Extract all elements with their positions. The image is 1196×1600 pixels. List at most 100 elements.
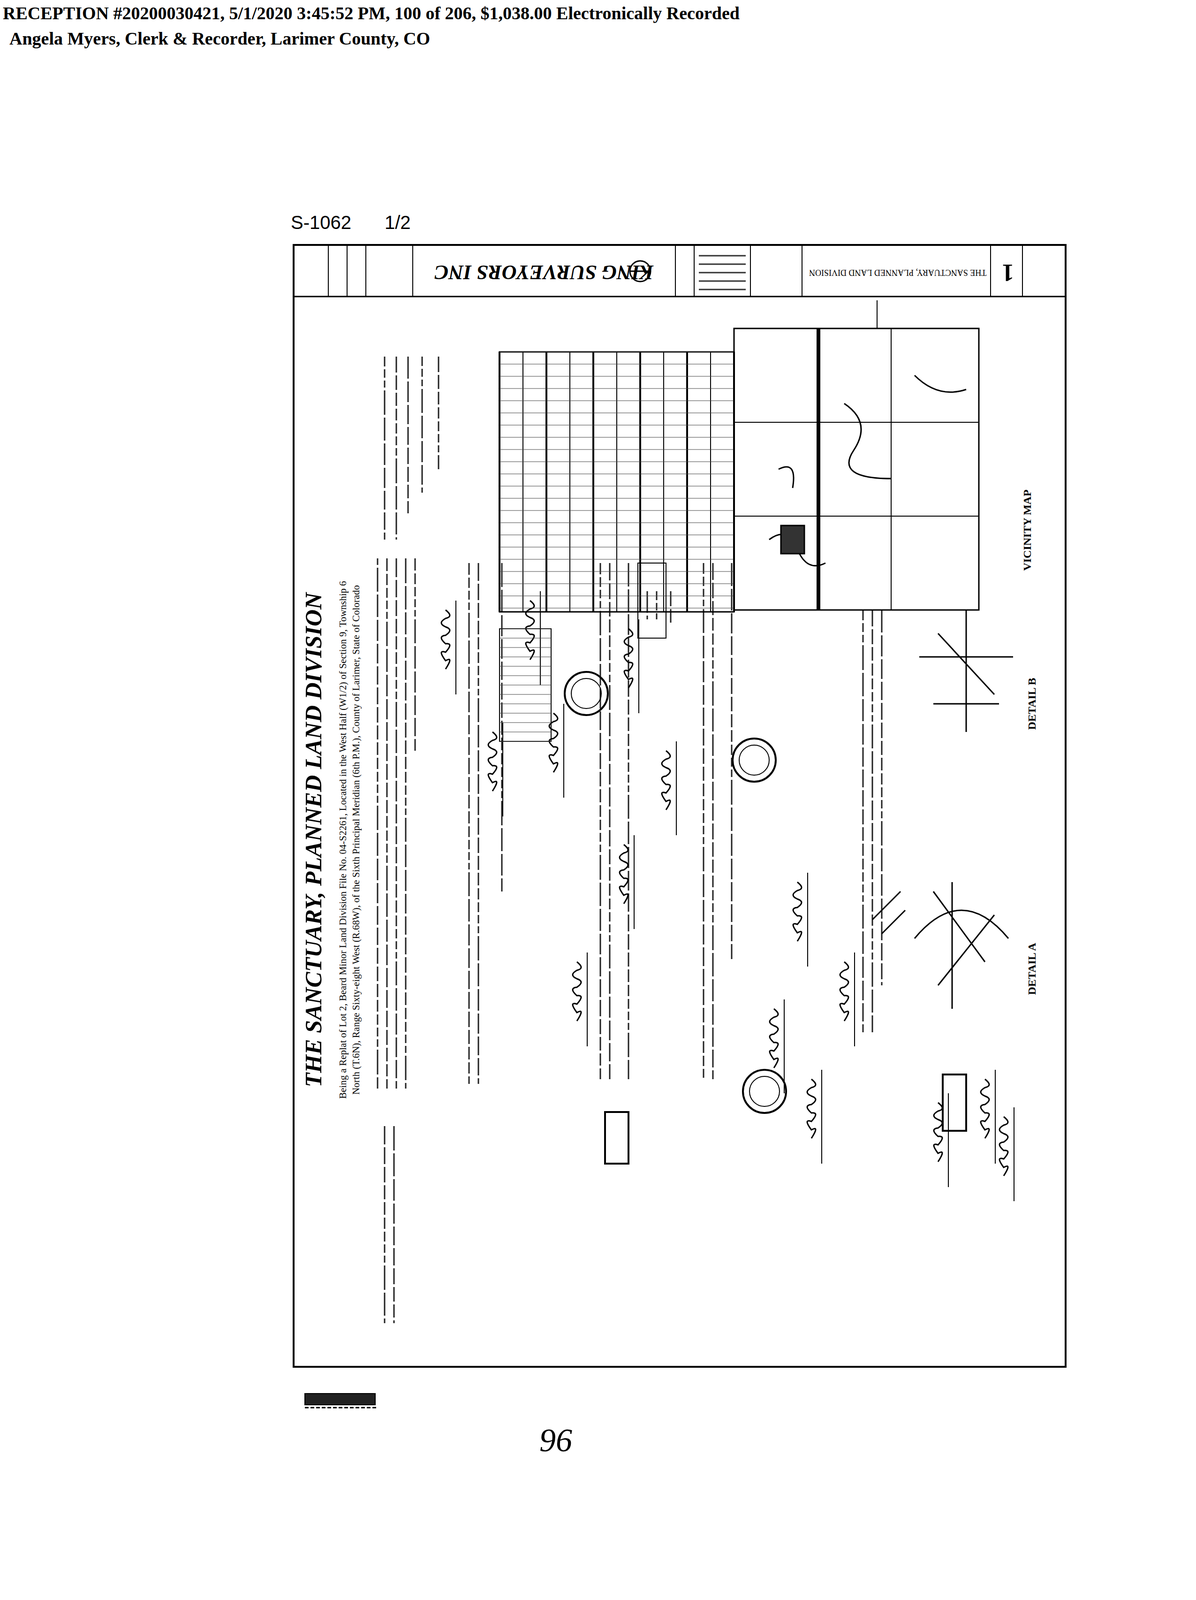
illegible-text bbox=[712, 952, 714, 977]
plat-subtitle: Being a Replat of Lot 2, Beard Minor Lan… bbox=[336, 569, 364, 1110]
illegible-text bbox=[871, 928, 874, 939]
illegible-text bbox=[862, 894, 864, 902]
illegible-text bbox=[395, 458, 398, 484]
illegible-text bbox=[384, 1292, 386, 1316]
illegible-text bbox=[599, 663, 602, 686]
illegible-text bbox=[731, 924, 733, 941]
illegible-text bbox=[384, 1255, 386, 1263]
table-grid bbox=[499, 712, 552, 714]
illegible-text bbox=[703, 748, 705, 764]
illegible-text bbox=[405, 1034, 407, 1043]
revision-table bbox=[698, 272, 746, 274]
illegible-text bbox=[395, 928, 398, 939]
illegible-text bbox=[477, 1013, 480, 1034]
illegible-text bbox=[862, 809, 864, 825]
illegible-text bbox=[477, 773, 480, 794]
table-grid bbox=[499, 722, 552, 723]
illegible-text bbox=[421, 415, 424, 439]
illegible-text bbox=[405, 771, 407, 783]
illegible-text bbox=[477, 935, 480, 961]
table-grid bbox=[499, 607, 735, 609]
illegible-text bbox=[384, 467, 386, 488]
illegible-text bbox=[377, 795, 379, 803]
title-block-divider bbox=[990, 244, 992, 297]
illegible-text bbox=[609, 619, 611, 633]
table-grid bbox=[686, 351, 689, 612]
table-grid bbox=[710, 351, 712, 612]
illegible-text bbox=[386, 799, 388, 813]
table-grid bbox=[663, 351, 665, 612]
illegible-text bbox=[377, 741, 379, 755]
note-table bbox=[637, 562, 667, 638]
illegible-text bbox=[386, 674, 388, 697]
illegible-text bbox=[468, 691, 470, 712]
table-grid bbox=[499, 351, 735, 353]
illegible-text bbox=[405, 785, 407, 795]
illegible-text bbox=[609, 809, 611, 827]
illegible-text bbox=[384, 1231, 386, 1242]
illegible-text bbox=[477, 796, 480, 815]
illegible-text bbox=[393, 1226, 395, 1245]
illegible-text bbox=[628, 952, 630, 967]
illegible-text bbox=[609, 1063, 611, 1079]
illegible-text bbox=[881, 810, 883, 818]
illegible-text bbox=[377, 1014, 379, 1025]
illegible-text bbox=[477, 817, 480, 835]
illegible-text bbox=[386, 763, 388, 780]
title-block-line bbox=[293, 295, 1066, 298]
revision-table bbox=[698, 263, 746, 265]
illegible-text bbox=[881, 740, 883, 755]
illegible-text bbox=[703, 766, 705, 781]
illegible-text bbox=[477, 887, 480, 900]
signature-line bbox=[783, 999, 785, 1093]
illegible-text bbox=[609, 674, 611, 682]
illegible-text bbox=[712, 1069, 714, 1079]
illegible-text bbox=[395, 940, 398, 949]
illegible-text bbox=[421, 368, 424, 377]
illegible-text bbox=[599, 589, 602, 598]
illegible-text bbox=[405, 682, 407, 701]
illegible-text bbox=[395, 1080, 398, 1089]
illegible-text bbox=[862, 622, 864, 632]
signature-line bbox=[638, 619, 640, 713]
illegible-text bbox=[377, 805, 379, 830]
detail-label: DETAIL A bbox=[1025, 942, 1039, 995]
illegible-text bbox=[599, 771, 602, 787]
signature bbox=[441, 609, 450, 669]
recording-stamp bbox=[361, 1406, 365, 1408]
illegible-text bbox=[477, 749, 480, 772]
detail-label: DETAIL B bbox=[1025, 677, 1039, 730]
illegible-text bbox=[395, 865, 398, 881]
illegible-text bbox=[862, 1002, 864, 1022]
illegible-text bbox=[405, 722, 407, 738]
illegible-text bbox=[628, 1011, 630, 1020]
table-grid bbox=[499, 534, 735, 536]
illegible-text bbox=[731, 858, 733, 879]
title-block-divider bbox=[412, 244, 414, 297]
illegible-text bbox=[871, 776, 874, 798]
illegible-text bbox=[393, 1203, 395, 1224]
illegible-text bbox=[609, 738, 611, 761]
illegible-text bbox=[477, 651, 480, 663]
illegible-text bbox=[712, 671, 714, 679]
signature-line bbox=[586, 952, 588, 1046]
illegible-text bbox=[599, 1067, 602, 1079]
table-grid bbox=[499, 637, 552, 639]
illegible-text bbox=[871, 898, 874, 912]
illegible-text bbox=[599, 576, 602, 587]
illegible-text bbox=[405, 612, 407, 635]
table-grid bbox=[499, 731, 552, 733]
illegible-text bbox=[384, 390, 386, 415]
illegible-text bbox=[731, 769, 733, 777]
illegible-text bbox=[477, 901, 480, 912]
illegible-text bbox=[407, 484, 409, 499]
illegible-text bbox=[477, 620, 480, 635]
illegible-text bbox=[862, 884, 864, 893]
illegible-text bbox=[599, 844, 602, 852]
illegible-text bbox=[386, 843, 388, 853]
illegible-text bbox=[881, 847, 883, 871]
illegible-text bbox=[712, 681, 714, 706]
illegible-text bbox=[395, 423, 398, 434]
signature-line bbox=[502, 722, 504, 817]
illegible-text bbox=[414, 609, 417, 617]
